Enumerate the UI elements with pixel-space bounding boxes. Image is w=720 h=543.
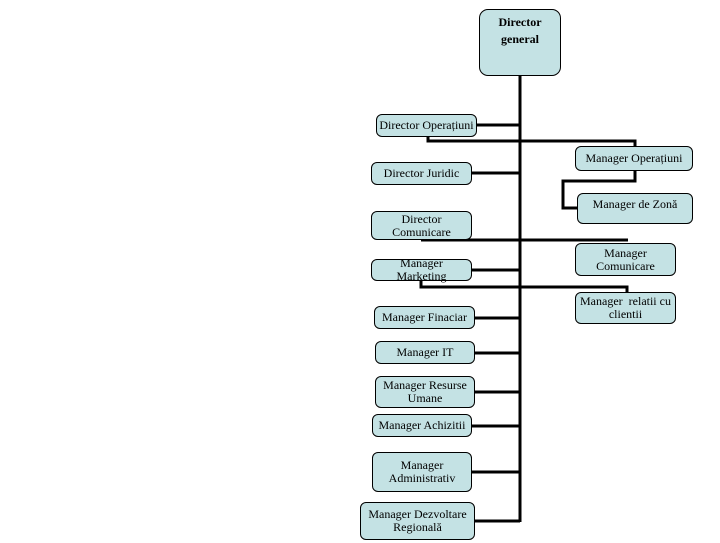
node-manager-financiar: Manager Finaciar	[374, 306, 475, 329]
node-manager-operatiuni: Manager Operațiuni	[575, 146, 693, 171]
node-manager-dezvoltare-regionala: Manager Dezvoltare Regională	[360, 502, 475, 540]
node-manager-administrativ: Manager Administrativ	[372, 452, 472, 492]
node-director-operatiuni: Director Operațiuni	[376, 114, 477, 137]
node-director-comunicare: Director Comunicare	[371, 211, 472, 240]
branch-line	[419, 281, 629, 292]
node-manager-comunicare: Manager Comunicare	[575, 243, 676, 276]
node-manager-resurse-umane: Manager Resurse Umane	[375, 376, 475, 408]
node-director-general: Director general	[479, 9, 561, 76]
node-director-juridic: Director Juridic	[371, 162, 472, 185]
branch-line	[561, 171, 637, 210]
node-manager-achizitii: Manager Achizitii	[372, 414, 472, 437]
node-manager-relatii-clienti: Manager relatii cu clientii	[575, 292, 676, 324]
branch-line	[426, 137, 637, 146]
node-manager-de-zona: Manager de Zonă	[577, 193, 693, 224]
node-manager-it: Manager IT	[375, 341, 475, 364]
node-manager-marketing: Manager Marketing	[371, 257, 472, 283]
